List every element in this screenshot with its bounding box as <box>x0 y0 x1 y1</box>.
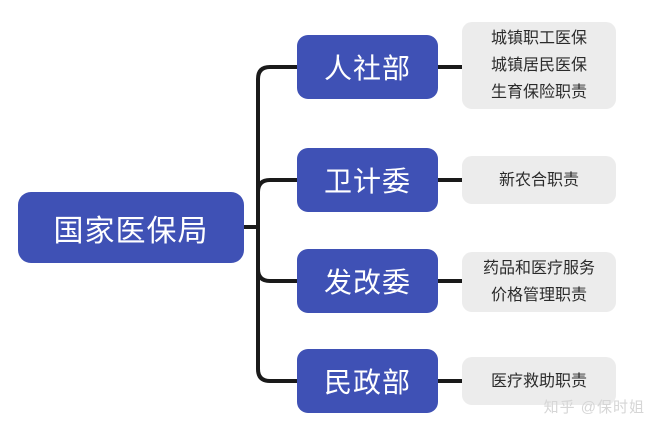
connector-branch-0 <box>256 65 297 227</box>
watermark: 知乎 @保时姐 <box>543 399 645 416</box>
detail-box-renshebu: 城镇职工医保 城镇居民医保 生育保险职责 <box>462 22 616 109</box>
detail-line: 生育保险职责 <box>490 84 587 101</box>
connector-branch-2 <box>256 227 297 283</box>
detail-box-weijiwei: 新农合职责 <box>462 156 616 204</box>
node-branch-minzhengbu[interactable]: 民政部 <box>297 349 438 413</box>
detail-line: 价格管理职责 <box>490 287 587 304</box>
node-branch-label: 民政部 <box>323 367 411 398</box>
detail-line: 城镇职工医保 <box>490 30 587 47</box>
connector-branch-1 <box>256 178 297 227</box>
detail-line: 城镇居民医保 <box>490 57 587 74</box>
node-branch-label: 人社部 <box>323 53 411 84</box>
detail-line: 新农合职责 <box>498 171 579 189</box>
node-root-label: 国家医保局 <box>53 214 209 248</box>
detail-line: 药品和医疗服务 <box>482 260 595 277</box>
node-branch-label: 发改委 <box>323 267 411 298</box>
node-branch-label: 卫计委 <box>323 166 411 197</box>
connector-branch-3 <box>256 227 297 383</box>
node-branch-weijiwei[interactable]: 卫计委 <box>297 148 438 212</box>
node-root[interactable]: 国家医保局 <box>18 192 244 263</box>
node-branch-renshebu[interactable]: 人社部 <box>297 35 438 99</box>
node-branch-fagaiwei[interactable]: 发改委 <box>297 249 438 313</box>
detail-box-minzhengbu: 医疗救助职责 <box>462 357 616 405</box>
detail-line: 医疗救助职责 <box>490 372 587 390</box>
detail-box-fagaiwei: 药品和医疗服务 价格管理职责 <box>462 252 616 312</box>
